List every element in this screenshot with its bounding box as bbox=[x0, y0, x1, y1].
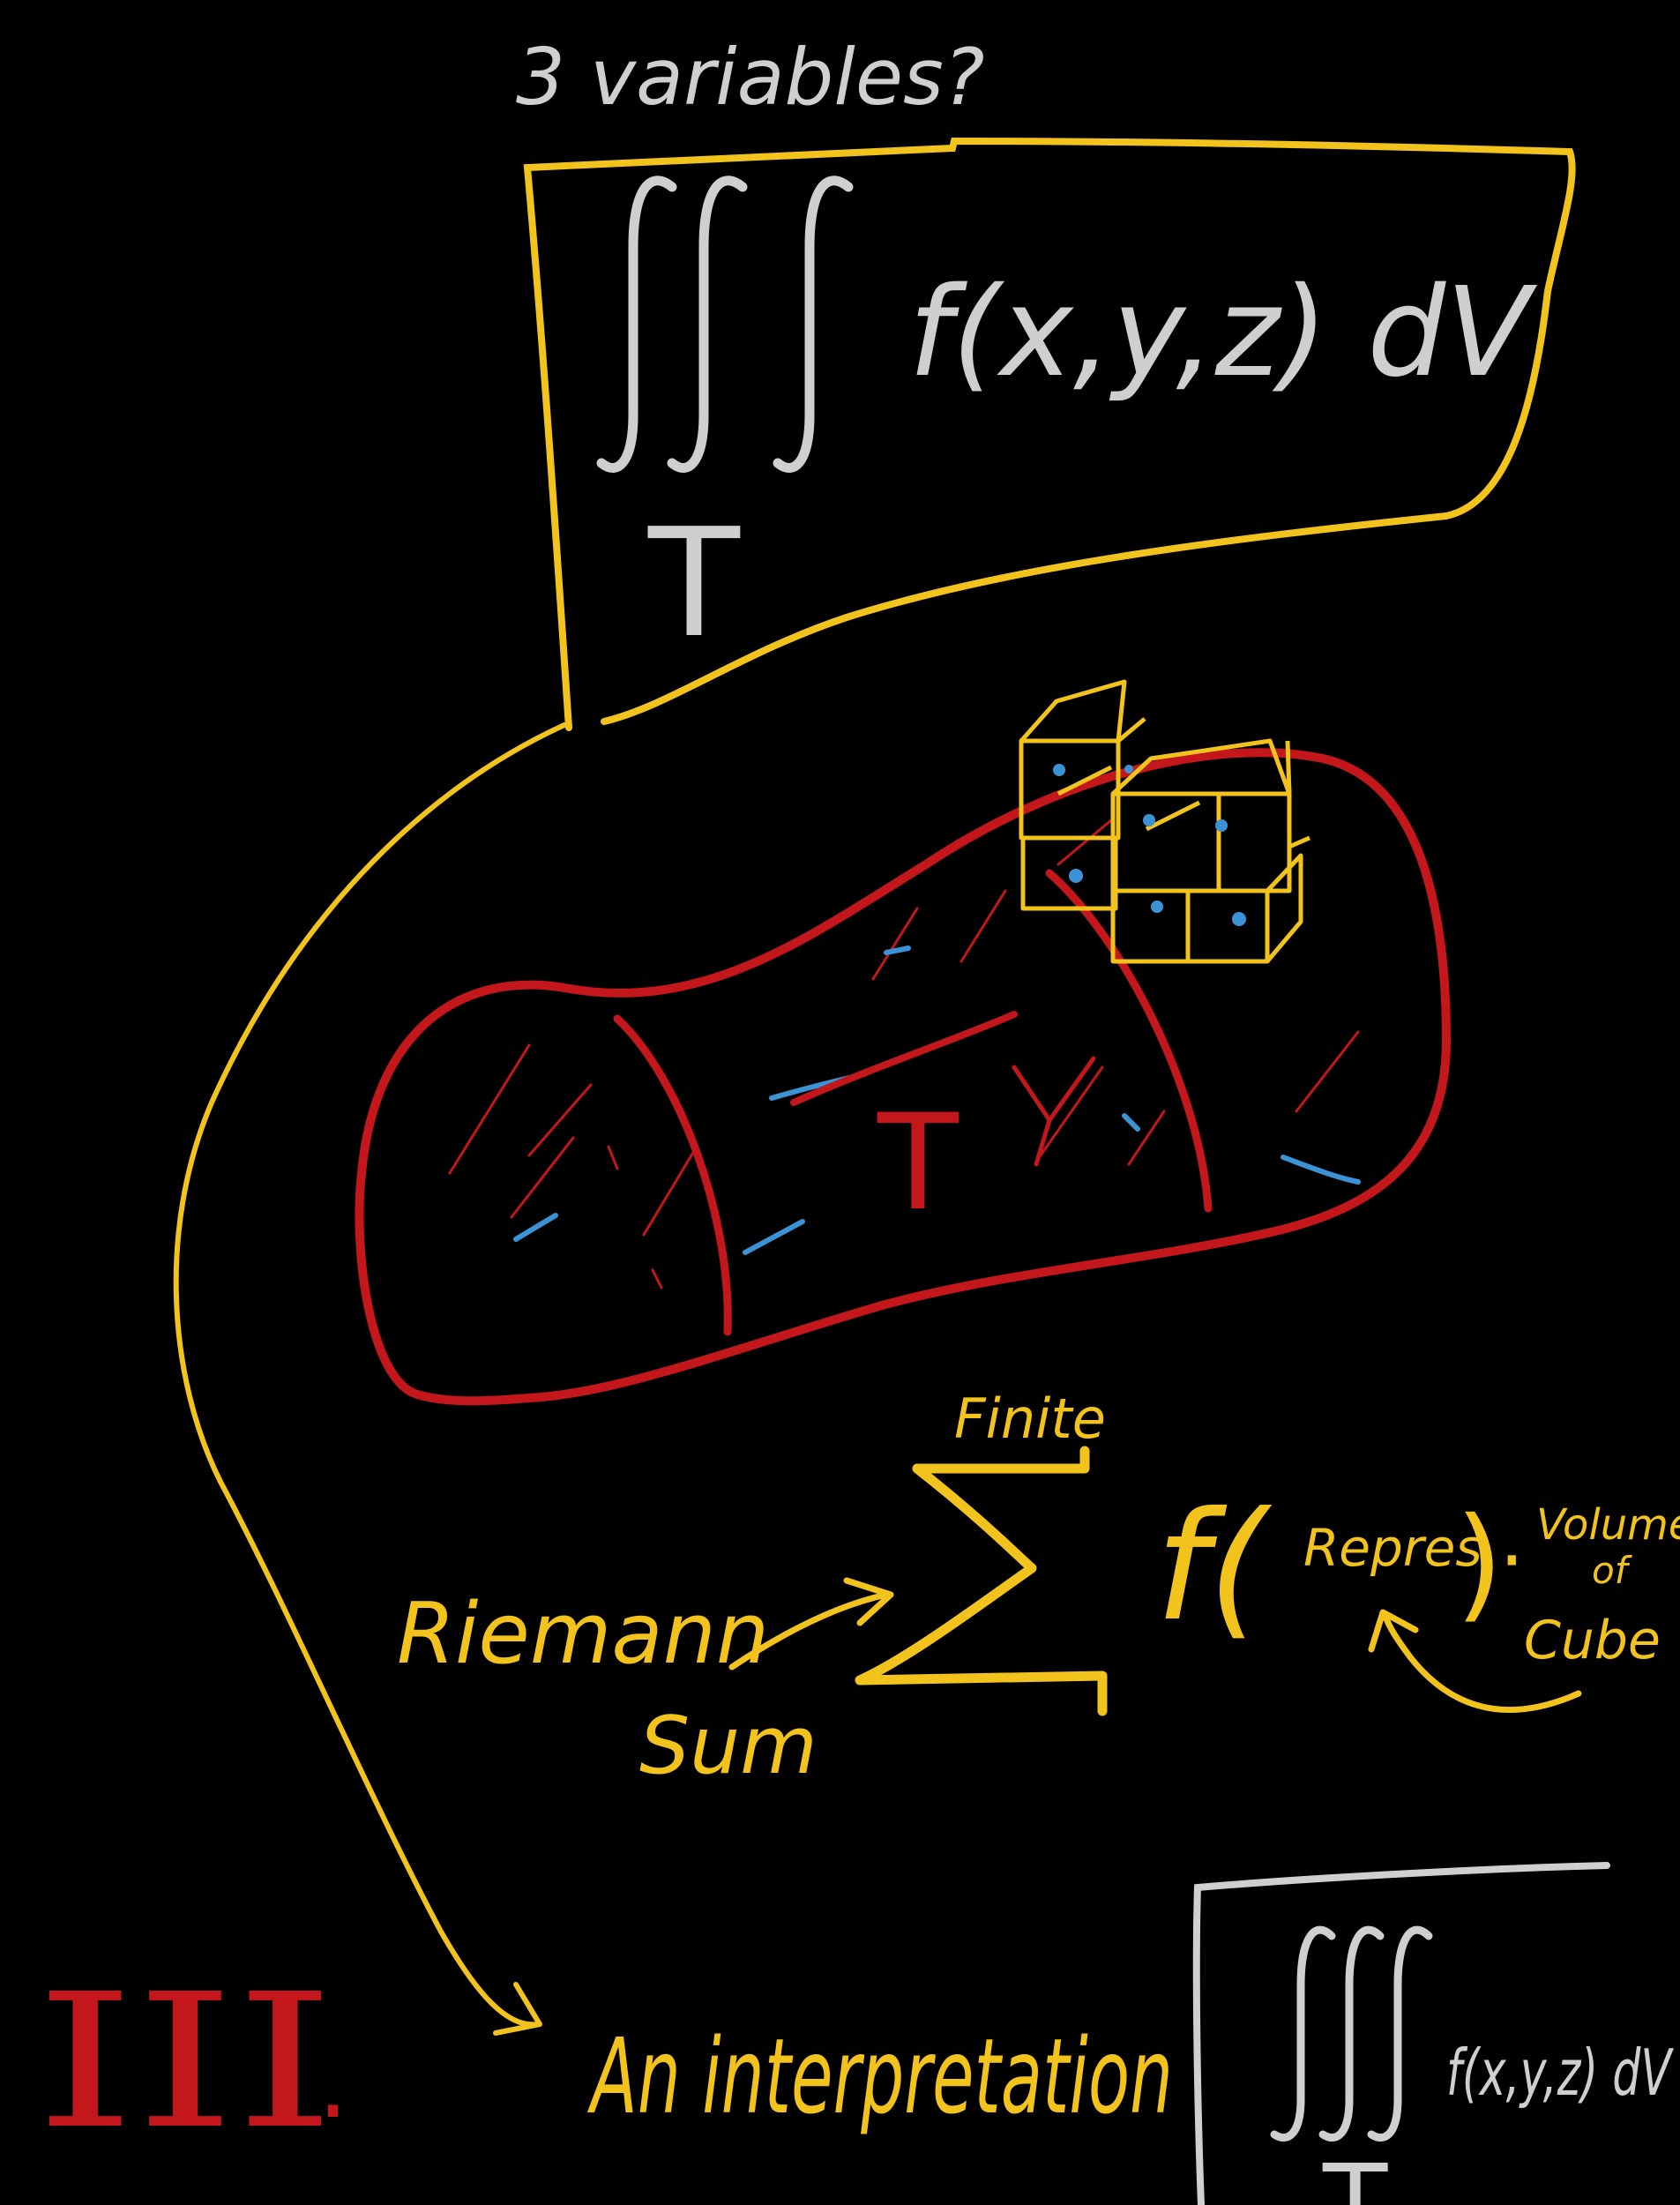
section-integral-box bbox=[1192, 1862, 1610, 2205]
riemann-label-line2: Sum bbox=[639, 1700, 818, 1792]
section-period: . bbox=[317, 2027, 348, 2140]
question-text: 3 variables? bbox=[516, 32, 985, 123]
integrand-section: f(x,y,z) dV bbox=[1446, 2036, 1674, 2110]
cube-grid bbox=[1019, 679, 1310, 964]
representative-arrow bbox=[1368, 1609, 1582, 1714]
sample-points bbox=[1053, 764, 1246, 926]
integral-box bbox=[523, 137, 1576, 731]
slice-curve-left bbox=[613, 1014, 732, 1336]
riemann-close-paren: ) bbox=[1455, 1491, 1504, 1635]
connector-arrow bbox=[173, 722, 567, 2028]
volume-label-line1: Volume bbox=[1536, 1500, 1680, 1550]
slice-curve-right bbox=[1045, 869, 1213, 1213]
volume-label-line3: Cube bbox=[1524, 1610, 1661, 1671]
representative-point-label: Repres. bbox=[1303, 1518, 1498, 1578]
integrand-top: f(x,y,z) dV bbox=[908, 261, 1537, 405]
section-numeral: III bbox=[35, 1954, 335, 2170]
finite-label: Finite bbox=[954, 1387, 1106, 1451]
volume-label-line2: of bbox=[1592, 1549, 1633, 1592]
riemann-f: f( bbox=[1155, 1480, 1273, 1655]
region-axis-line bbox=[790, 1011, 1018, 1106]
triple-integral-top bbox=[596, 176, 854, 473]
region-label-section: T bbox=[1322, 2143, 1388, 2205]
riemann-label-line1: Riemann bbox=[397, 1586, 769, 1683]
connector-arrowhead bbox=[493, 1982, 542, 2036]
region-y-mark bbox=[1012, 1056, 1096, 1167]
interpretation-text: An interpretation bbox=[586, 2015, 1173, 2137]
riemann-dot: · bbox=[1499, 1514, 1525, 1607]
sigma-symbol bbox=[855, 1446, 1108, 1716]
solid-region-outline bbox=[355, 748, 1451, 1406]
triple-integral-section bbox=[1270, 1925, 1433, 2142]
region-shading bbox=[448, 818, 1360, 1289]
riemann-arrow bbox=[728, 1577, 894, 1671]
region-label-top: T bbox=[647, 497, 741, 671]
region-label: T bbox=[877, 1087, 959, 1240]
